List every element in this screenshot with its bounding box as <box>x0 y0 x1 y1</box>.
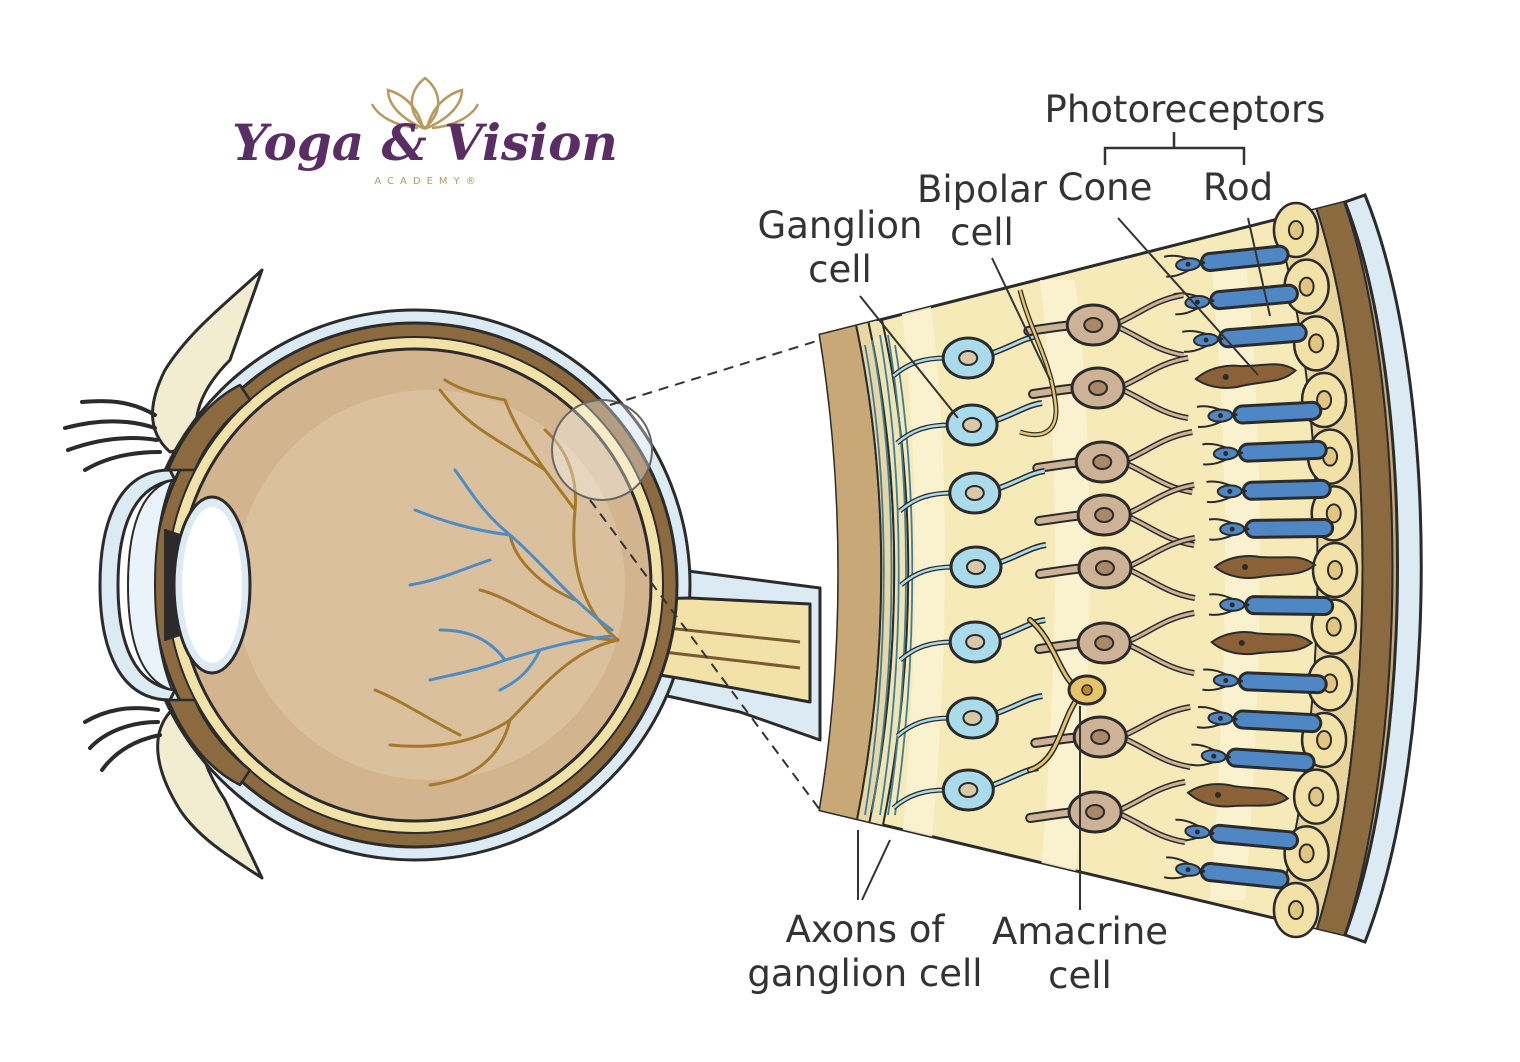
label-ganglion-2: cell <box>808 248 872 291</box>
bipolar-cell <box>1034 535 1196 601</box>
retina-cross-section <box>818 193 1423 944</box>
epithelium-cell <box>1306 655 1354 712</box>
eye-illustration <box>63 268 822 880</box>
label-axons-2: ganglion cell <box>747 952 982 995</box>
bipolar-cell <box>1025 779 1186 845</box>
label-cone: Cone <box>1058 166 1153 209</box>
ganglion-cell <box>898 617 1046 664</box>
logo: Yoga & Vision ACADEMY® <box>232 76 618 187</box>
blood-vessels-gold <box>373 378 620 787</box>
epithelium-cell <box>1272 201 1320 259</box>
ganglion-cell <box>895 693 1043 740</box>
label-ganglion-1: Ganglion <box>758 204 923 247</box>
bipolar-cell <box>1034 610 1195 676</box>
ciliary-body-lower <box>166 698 252 787</box>
ganglion-axons <box>864 334 914 816</box>
ganglion-cell <box>899 542 1047 589</box>
amacrine-cell <box>1027 617 1107 773</box>
bipolar-cell <box>1030 704 1191 770</box>
ganglion-layer <box>891 333 1047 812</box>
ganglion-cell <box>895 400 1043 447</box>
upper-eyelashes <box>63 399 162 472</box>
logo-text: Yoga & Vision <box>232 113 618 172</box>
photoreceptors-bracket <box>1103 132 1246 165</box>
epithelium-cell <box>1311 541 1359 599</box>
leader-lines <box>857 217 1271 910</box>
upper-eyelid <box>151 268 264 454</box>
section-sclera <box>1343 193 1423 944</box>
label-axons-1: Axons of <box>786 908 946 951</box>
rod-cell <box>1209 594 1324 616</box>
logo-subtext: ACADEMY® <box>374 176 481 187</box>
epithelium-cell <box>1292 768 1340 825</box>
magnifier-circle <box>551 399 653 501</box>
blood-vessels-blue <box>408 468 614 692</box>
lower-eyelashes <box>83 706 162 772</box>
cornea <box>98 468 177 702</box>
label-bipolar-2: cell <box>950 211 1014 254</box>
bipolar-layer <box>1023 292 1196 845</box>
vitreous-highlight <box>235 390 625 780</box>
bipolar-cell <box>1032 429 1193 495</box>
label-bipolar-1: Bipolar <box>917 168 1048 211</box>
label-amacrine-2: cell <box>1048 954 1112 997</box>
zoom-lines <box>589 339 821 811</box>
ganglion-cell <box>898 468 1046 515</box>
label-amacrine-1: Amacrine <box>992 910 1168 953</box>
ganglion-cell <box>891 765 1039 812</box>
rod-cell <box>1209 518 1324 540</box>
labels: Photoreceptors Cone Rod Bipolar cell Gan… <box>747 88 1325 997</box>
epithelium-cell <box>1272 881 1320 939</box>
label-rod: Rod <box>1203 166 1273 209</box>
lotus-icon <box>370 76 480 131</box>
bipolar-cell <box>1034 482 1195 548</box>
ciliary-body-upper <box>166 383 252 472</box>
label-photoreceptors: Photoreceptors <box>1045 88 1326 131</box>
